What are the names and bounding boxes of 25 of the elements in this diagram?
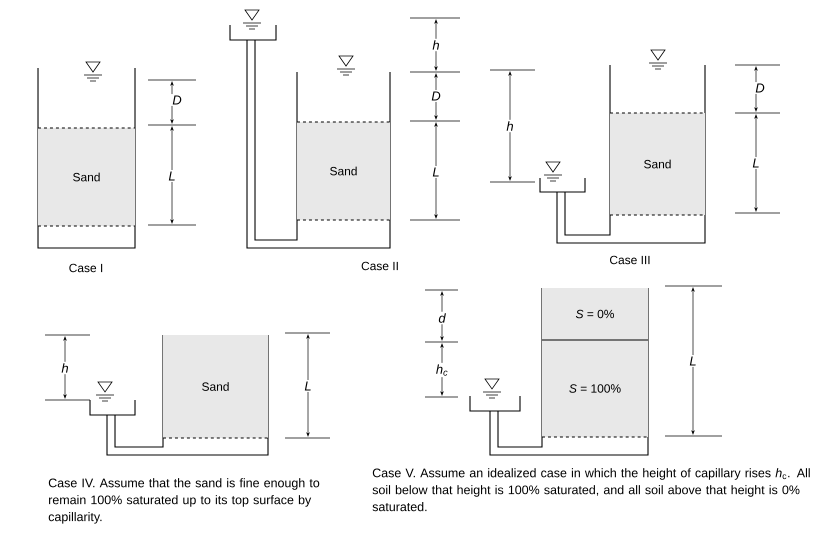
case-caption: Case II	[362, 262, 398, 270]
case-caption: Case III	[610, 256, 650, 264]
dimension-label: L	[302, 380, 314, 392]
case-caption: Case IV. Assume that the sand is fine enough to remain 100% saturated up to its top surface by capillarity.	[48, 478, 320, 524]
dimension-label: d	[436, 312, 448, 324]
dimension-label: L	[750, 157, 762, 169]
dimension-label: D	[170, 94, 184, 106]
sand-layer: Sand	[162, 335, 268, 438]
sand-layer: Sand	[610, 112, 706, 216]
node-label: S = 0%	[576, 310, 614, 318]
dimension-label: D	[430, 90, 442, 102]
dimension-label: h	[60, 362, 70, 374]
sand-layer: Sand	[296, 122, 390, 220]
dimension-label: L	[430, 166, 442, 178]
dimension-label: h	[430, 38, 442, 52]
case-caption: Case I	[69, 264, 102, 272]
dimension-label: h$_{c}$	[434, 362, 450, 378]
case-caption: Case V. Assume an idealized case in which the height of capillary rises h$_{c}$. All soil below that height is 100% saturated, and all soil above that height is 0% saturated.	[372, 468, 810, 512]
sand-layer: Sand	[38, 128, 136, 226]
dimension-label: D	[754, 82, 766, 94]
sand-layer: S = 0%	[542, 288, 648, 340]
dimension-label: L	[688, 355, 698, 367]
dimension-label: L	[166, 170, 178, 182]
dimension-label: h	[504, 120, 516, 132]
sand-layer: S = 100%	[542, 340, 648, 438]
